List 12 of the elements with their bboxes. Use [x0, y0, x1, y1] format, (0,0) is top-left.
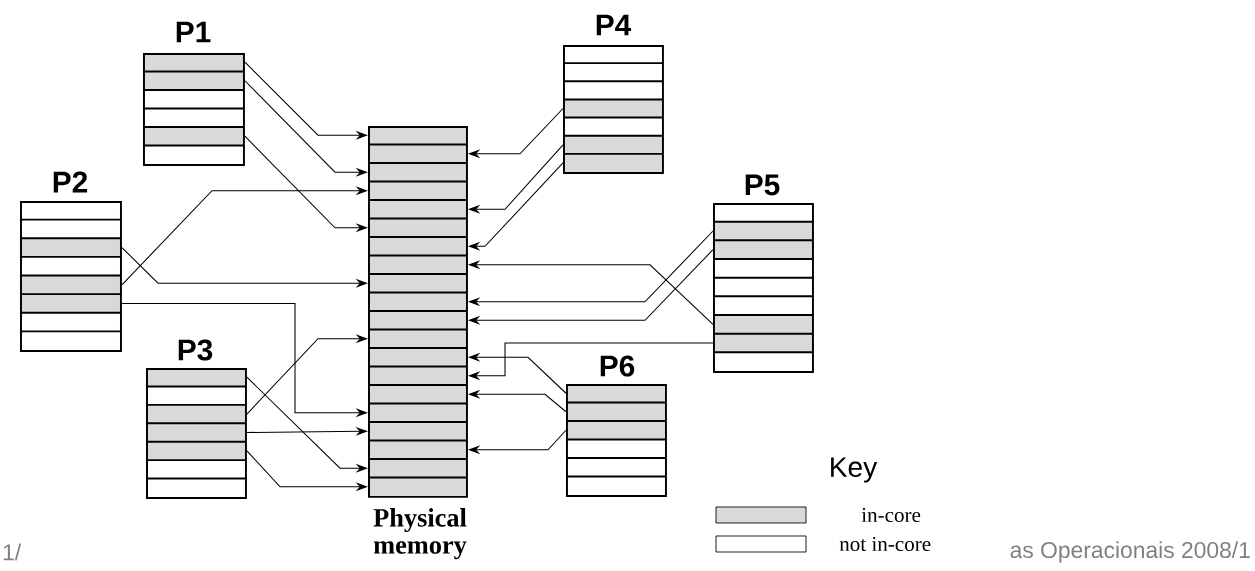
table-title: P1 — [176, 21, 211, 43]
key-heading: Key — [831, 457, 878, 483]
table-title: P3 — [178, 339, 213, 361]
table-title: P5 — [745, 174, 780, 196]
footer-text: as Operacionais 2008/1 — [1010, 541, 1250, 563]
table-title: P6 — [600, 355, 635, 377]
legend-text: in-core — [861, 507, 921, 523]
legend-text: not in-core — [839, 536, 931, 552]
table-title: P4 — [596, 14, 632, 36]
footer-text: 1/ — [3, 543, 22, 561]
table-title: Physical memory — [373, 508, 467, 560]
table-title: P2 — [53, 171, 88, 193]
